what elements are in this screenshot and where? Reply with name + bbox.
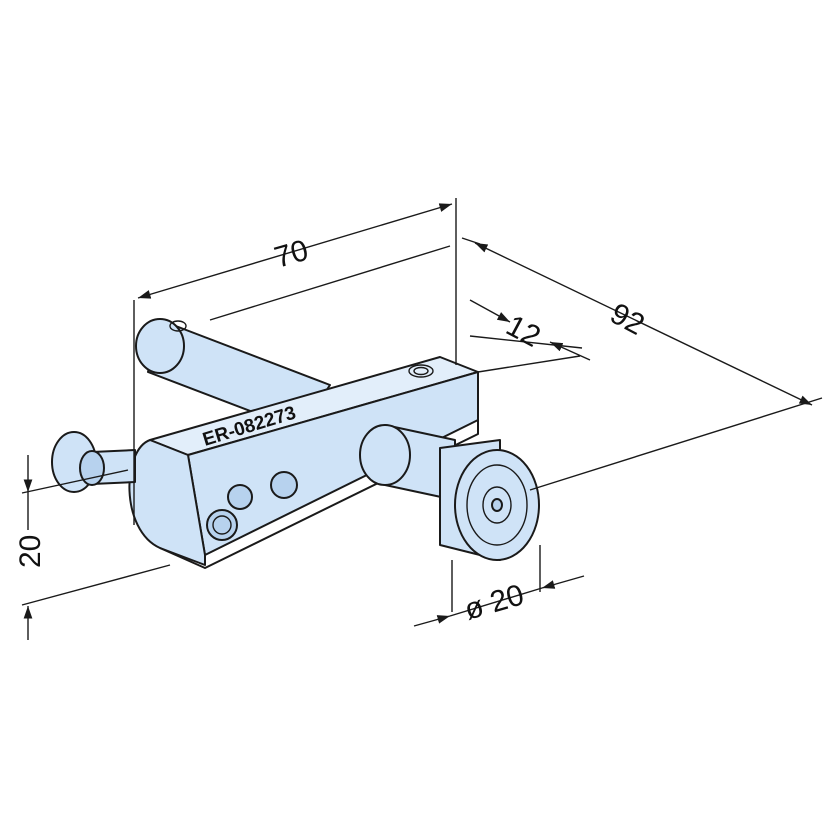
main-bar: ER-082273 [128, 356, 479, 569]
knob-ring-icon [466, 464, 528, 546]
dimension-70-line [137, 203, 453, 299]
knob-ring-inner-icon [482, 486, 512, 524]
front-hole-small-icon [227, 484, 253, 510]
dimension-92: 92 [461, 237, 823, 491]
bar-top-hole-icon [408, 364, 434, 378]
back-rod-end [135, 318, 185, 374]
back-rod-hole-icon [169, 320, 187, 332]
front-cylinder [359, 424, 540, 561]
dimension-diameter-label: ø 20 [461, 578, 528, 626]
dimension-92-label: 92 [605, 297, 650, 342]
front-hole-countersink-icon [206, 509, 238, 541]
front-hole-countersink-inner-icon [212, 515, 232, 535]
cylinder-back-end [359, 424, 411, 486]
front-hole-large-icon [270, 471, 298, 499]
left-pin [51, 431, 136, 493]
bar-top-hole-inner-icon [413, 366, 429, 376]
dimension-20-height-label: 20 [14, 535, 47, 568]
bar-lower-edge [159, 420, 479, 569]
dimension-12: 12 [469, 299, 591, 373]
dimension-70-label: 70 [271, 234, 312, 275]
dimension-92-line [474, 242, 813, 406]
dimension-12-label: 12 [501, 309, 546, 354]
bar-rounded-end [128, 439, 206, 566]
knob-center-icon [491, 498, 503, 512]
dimension-20-height: 20 [14, 455, 171, 640]
